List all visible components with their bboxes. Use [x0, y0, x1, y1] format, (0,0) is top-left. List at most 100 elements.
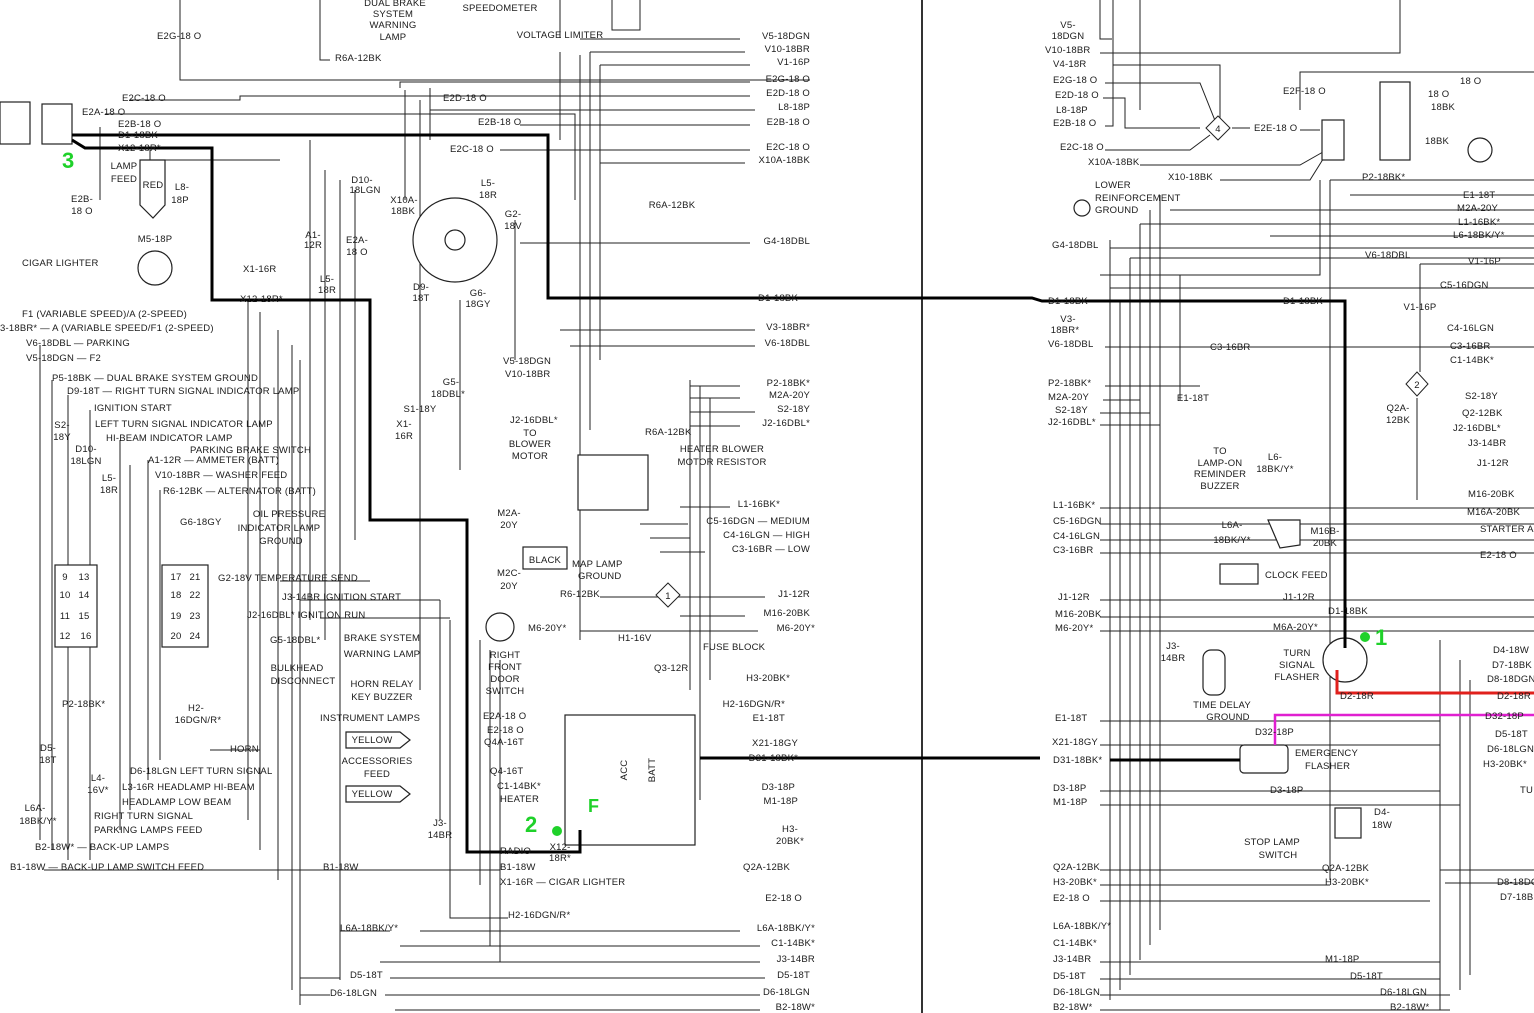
wire-label: L8-18P [1056, 105, 1088, 116]
wire-label: 18BK [1431, 102, 1456, 113]
wire-label: D10- [75, 444, 96, 455]
wire-label: H3-20BK* [1483, 759, 1527, 770]
wire-label: M6-20Y* [777, 623, 815, 634]
bulkhead-connector-a [54, 564, 98, 648]
connector-left [0, 101, 31, 145]
wire-label: D1-18BK [1283, 296, 1323, 307]
wire-label: G5- [443, 377, 459, 388]
wire-label: FLASHER [1274, 672, 1319, 683]
wire-label: B2-18W* [776, 1002, 816, 1013]
wire-label: R6A-12BK [645, 427, 692, 438]
wire-label: M2A-20Y [1048, 392, 1089, 403]
wire-label: J1-12R [1283, 592, 1315, 603]
wire-label: D2-18R [1340, 691, 1374, 702]
wire-label: FLASHER [1305, 761, 1350, 772]
wire-label: MOTOR RESISTOR [677, 457, 766, 468]
wire-label: ACCESSORIES [342, 756, 413, 767]
wire-label: B2-18W* [1053, 1002, 1093, 1013]
wire-label: BLACK [529, 555, 562, 566]
wire-label: L1-16BK* [738, 499, 780, 510]
wire-label: D1-18BK [758, 293, 798, 304]
wire-label: GROUND [259, 536, 302, 547]
wire-label: STOP LAMP [1244, 837, 1300, 848]
wire-label: H2-16DGN/R* [508, 910, 570, 921]
wire-label: L3-16R HEADLAMP HI-BEAM [122, 782, 255, 793]
wire-label: J1-12R [778, 589, 810, 600]
wire-label: 24 [190, 631, 201, 642]
time-delay-relay [1202, 649, 1226, 696]
wire-label: SIGNAL [1279, 660, 1315, 671]
wire-label: C3-16BR [1210, 342, 1250, 353]
wire-label: C4-16LGN — HIGH [723, 530, 810, 541]
wire-label: A1- [305, 230, 320, 241]
lamp-feed-socket [139, 159, 166, 219]
wire-label: E1-18T [1463, 190, 1495, 201]
wire-label: V4-18R [1053, 59, 1086, 70]
wire-label: J2-16DBL* [1048, 417, 1096, 428]
wire-label: HI-BEAM INDICATOR LAMP [106, 433, 233, 444]
ground-symbol [1073, 199, 1091, 217]
wire-label: G4-18DBL [764, 236, 810, 247]
wire-label: M2A- [497, 508, 521, 519]
marker-f: F [588, 796, 599, 816]
wire-label: L1-16BK* [1458, 217, 1500, 228]
wire-label: E2C-18 O [450, 144, 494, 155]
wire-label: RADIO [500, 846, 531, 857]
wire-label: X21-18GY [752, 738, 798, 749]
wire-label: 18T [413, 293, 430, 304]
wire-d2-18r [1335, 670, 1534, 695]
wire-label: REMINDER [1194, 469, 1246, 480]
wire-label: C1-14BK* [497, 781, 541, 792]
wire-label: D8-18DGN [1497, 877, 1534, 888]
wire-label: LAMP-ON [1198, 458, 1243, 469]
wire-label: J3- [433, 818, 447, 829]
wire-label: E2D-18 O [766, 88, 810, 99]
wire-label: V3- [1060, 314, 1075, 325]
yellow-connector-1 [345, 731, 411, 749]
wire-label: KEY BUZZER [351, 692, 412, 703]
wire-label: R6A-12BK [335, 53, 382, 64]
wire-label: D31-18BK* [1053, 755, 1102, 766]
wire-label: D32-18P [1255, 727, 1294, 738]
wire-label: 12BK [1386, 415, 1411, 426]
wire-label: L6A- [25, 803, 46, 814]
wire-label: H1-16V [618, 633, 652, 644]
wire-label: X1- [396, 419, 411, 430]
connector-center [444, 229, 466, 251]
wire-label: Q2-12BK [1462, 408, 1503, 419]
wire-label: 18T [40, 755, 57, 766]
wire-label: J3-14BR [1468, 438, 1506, 449]
wire-label: J3-14BR [777, 954, 815, 965]
wire-label: D1-18BK [118, 130, 158, 141]
wire-label: 18Y [53, 432, 71, 443]
wire-label: D6-18LGN LEFT TURN SIGNAL [130, 766, 272, 777]
wire-label: V3-18BR* [766, 322, 810, 333]
wire-label: M6-20Y* [528, 623, 566, 634]
wire-label: 18GY [465, 299, 491, 310]
wire-label: X12-18R* [118, 143, 161, 154]
wire-label: L6-18BK/Y* [1453, 230, 1505, 241]
wire-label: M16-20BK [1055, 609, 1102, 620]
wire-label: D1-18BK [1328, 606, 1368, 617]
cigar-lighter-symbol [137, 250, 173, 286]
wire-label: 18 O [71, 206, 92, 217]
wire-label: INDICATOR LAMP [238, 523, 321, 534]
splice-label: 2 [1414, 380, 1419, 391]
wire-label: LAMP [111, 161, 138, 172]
wire-label: WARNING LAMP [344, 649, 420, 660]
wire-label: 18 O [346, 247, 367, 258]
annotation-markers: 3 2 F 1 [62, 148, 1387, 837]
wire-label: E2C-18 O [766, 142, 810, 153]
wire-label: S2- [54, 420, 69, 431]
wire-label: P2-18BK* [1048, 378, 1091, 389]
wire-label: B2-18W* — BACK-UP LAMPS [35, 842, 169, 853]
yellow-connector-2 [345, 785, 411, 803]
wire-label: P2-18BK* [767, 378, 810, 389]
wire-label: D6-18LGN [1053, 987, 1100, 998]
wire-label: 18BK [1425, 136, 1450, 147]
wire-label: 18R [479, 190, 497, 201]
wire-label: 19 [171, 611, 182, 622]
map-lamp [522, 546, 568, 570]
wire-label: C1-14BK* [1450, 355, 1494, 366]
